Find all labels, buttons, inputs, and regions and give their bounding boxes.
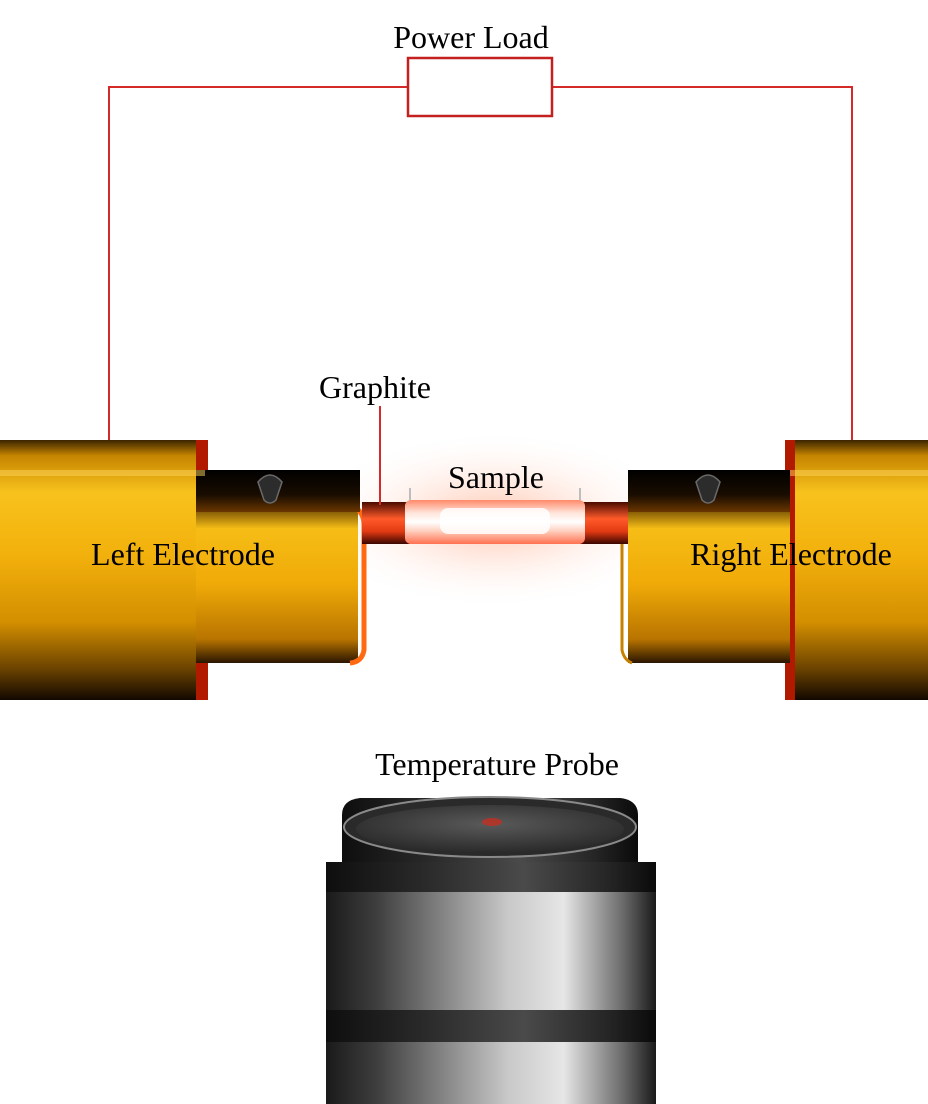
- left-electrode: [0, 440, 367, 700]
- probe-ring-lower: [326, 1008, 656, 1042]
- right-electrode: [620, 440, 928, 700]
- right-wire: [552, 86, 853, 515]
- probe-lens: [356, 805, 624, 853]
- probe-main-body: [326, 890, 656, 1010]
- power-load-label: Power Load: [393, 19, 549, 55]
- right-electrode-cap: [628, 505, 790, 663]
- left-wire: [108, 86, 408, 515]
- left-electrode-highlight: [0, 470, 205, 476]
- right-electrode-label: Right Electrode: [690, 536, 892, 572]
- right-rod-notch-icon: [695, 474, 721, 504]
- temperature-probe: [326, 796, 656, 1104]
- probe-lens-reflection: [482, 818, 502, 826]
- right-electrode-highlight: [790, 470, 928, 476]
- sample-hot-core: [440, 508, 550, 534]
- sample-label: Sample: [448, 459, 544, 495]
- circuit-wires: [108, 86, 853, 515]
- right-electrode-body: [790, 440, 928, 700]
- sample-assembly: [362, 488, 628, 544]
- probe-lower-body: [326, 1040, 656, 1104]
- left-electrode-body: [0, 440, 205, 700]
- left-rod-notch-icon: [257, 474, 283, 504]
- power-load-resistor: [406, 56, 554, 118]
- graphite-label: Graphite: [319, 369, 431, 405]
- left-electrode-label: Left Electrode: [91, 536, 275, 572]
- graphite-right: [580, 502, 628, 544]
- graphite-left: [362, 502, 410, 544]
- temperature-probe-label: Temperature Probe: [375, 746, 619, 782]
- probe-ring-upper: [326, 862, 656, 892]
- left-electrode-cap: [196, 505, 358, 663]
